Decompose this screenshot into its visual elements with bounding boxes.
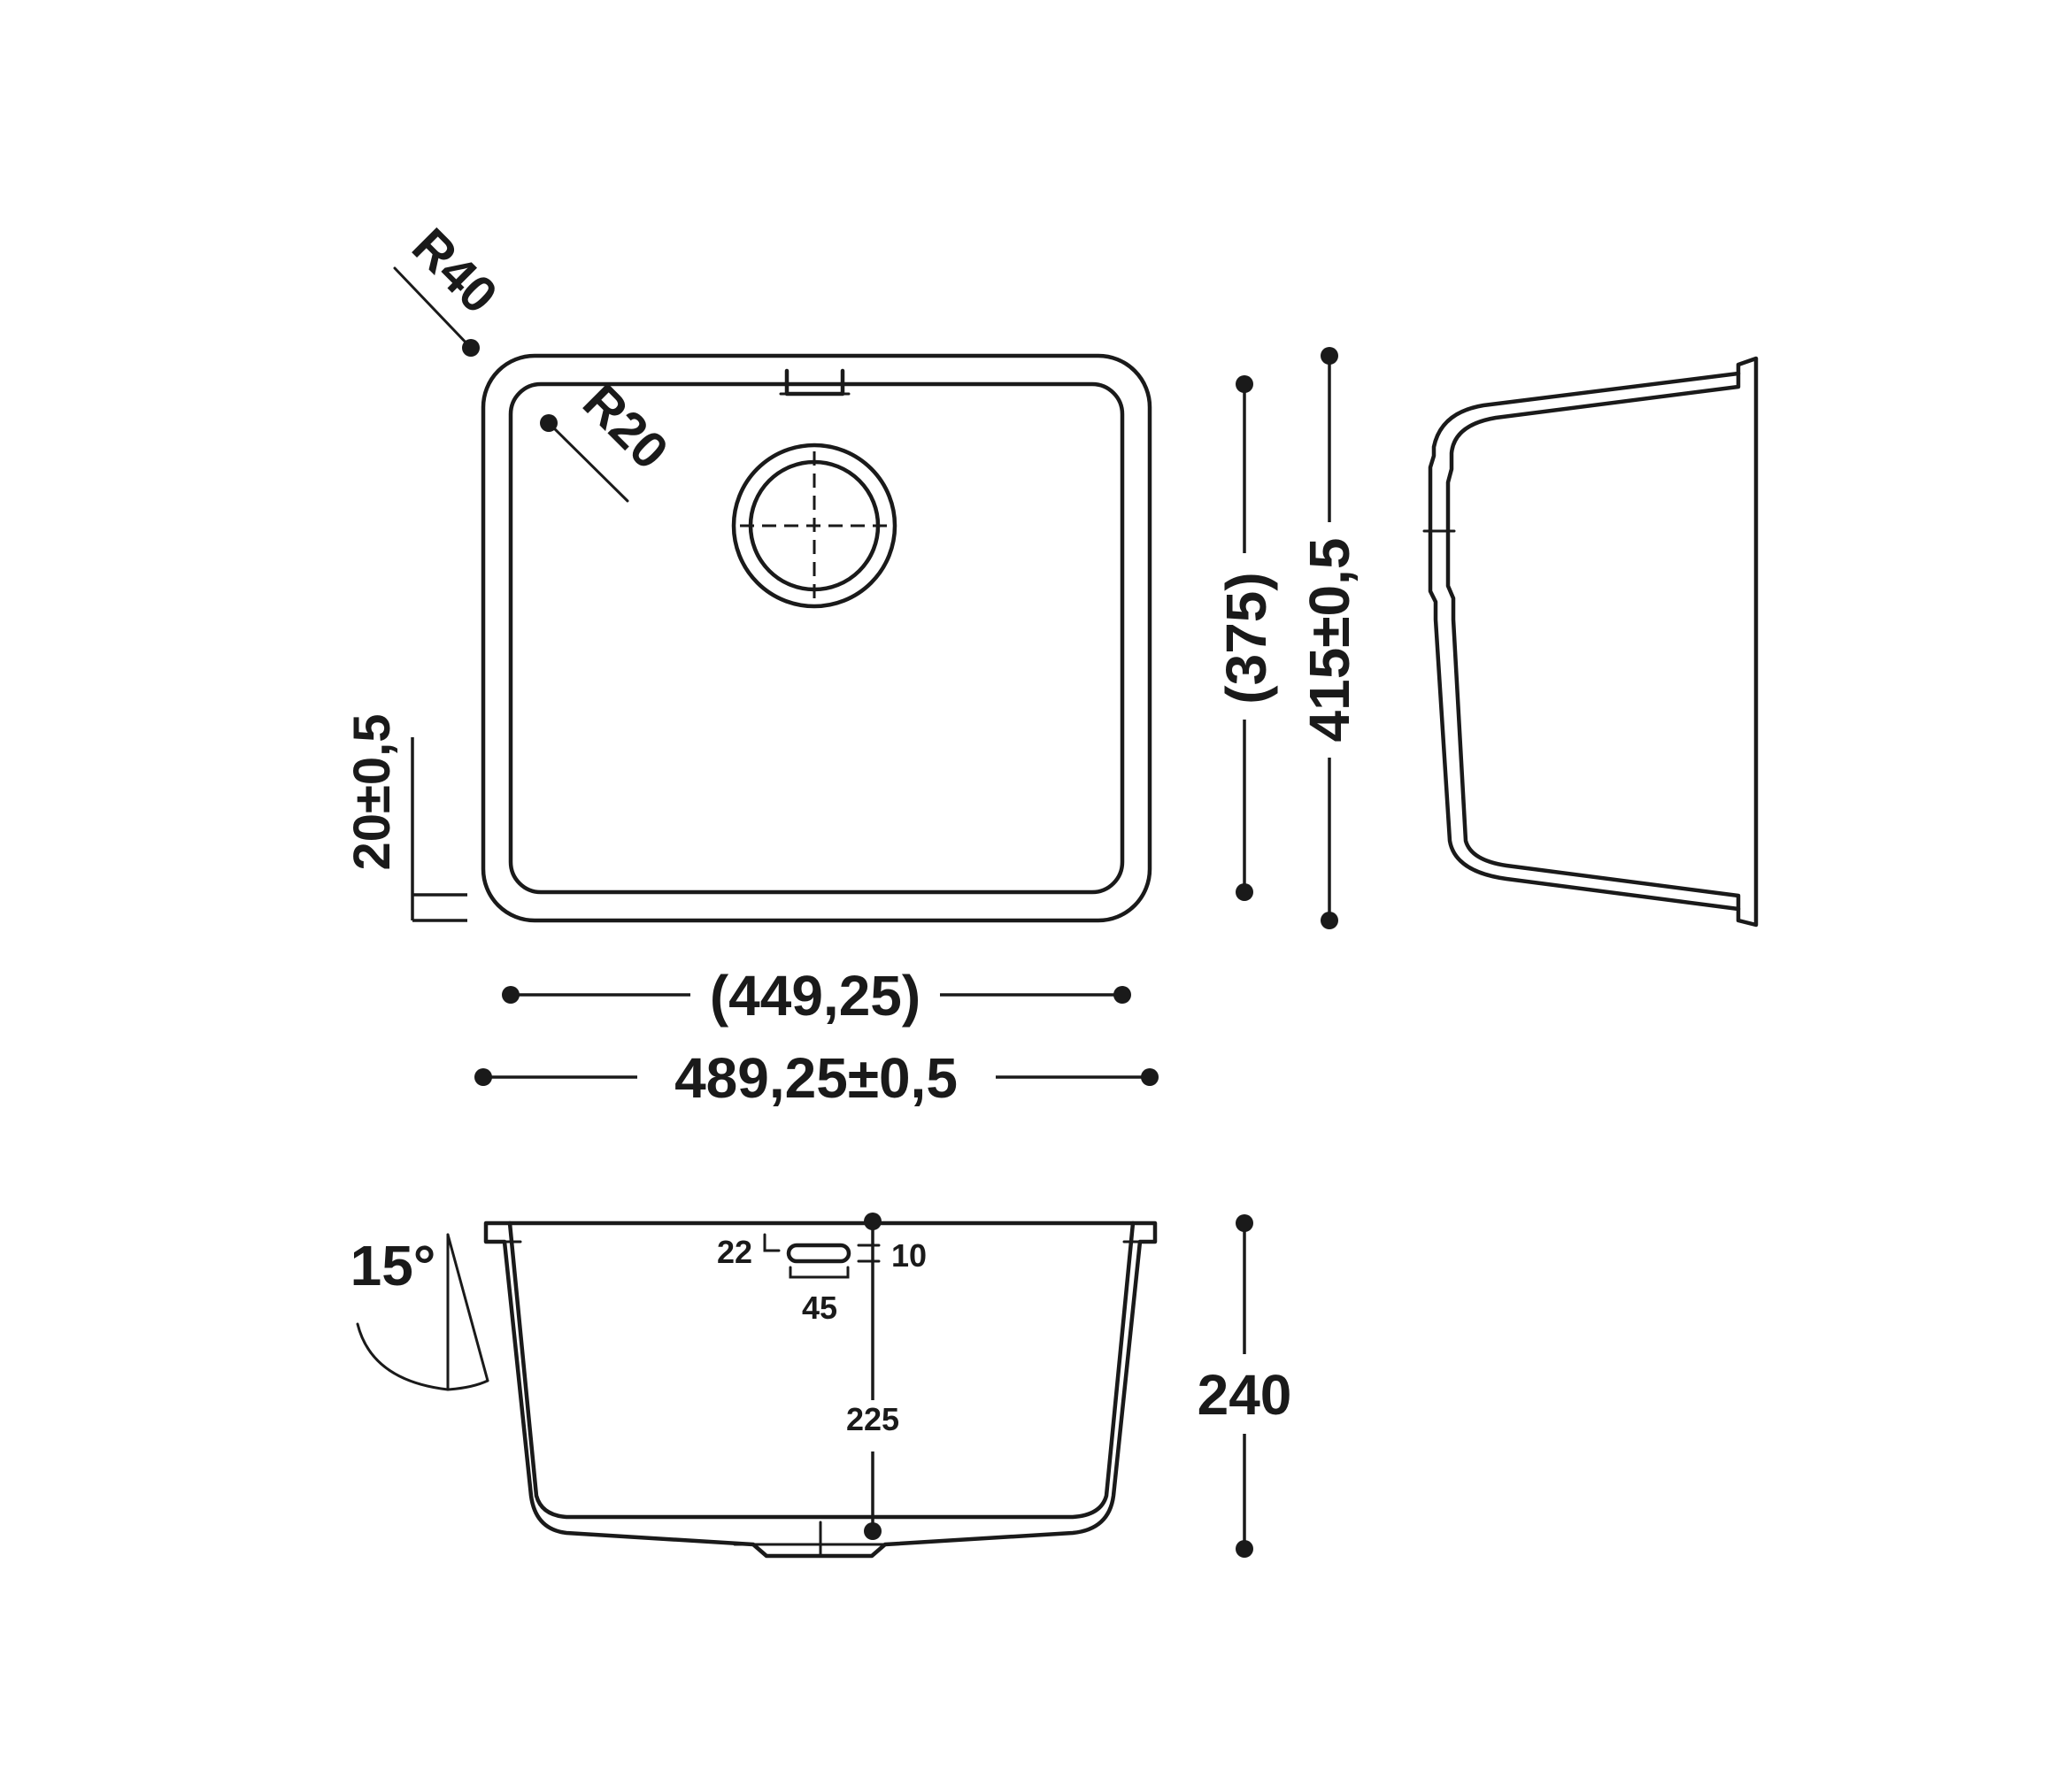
side-view-outer-profile: [1428, 356, 1759, 928]
rim-height-label: 20±0,5: [343, 714, 401, 871]
side-view: [1422, 356, 1759, 928]
sink-inner-outline: [508, 381, 1125, 895]
angle-label: 15°: [350, 1234, 436, 1297]
sink-outer-outline: [481, 353, 1152, 923]
inner-width-label: (449,25): [710, 964, 920, 1028]
total-height-label: 240: [1198, 1363, 1292, 1427]
drain-outer-ring: [731, 443, 897, 609]
overflow-depth-label: 225: [846, 1401, 899, 1437]
outer-radius-label: R40: [401, 218, 508, 325]
inner-depth-label: (375): [1214, 572, 1278, 704]
front-view-inner-profile: [507, 1220, 1136, 1520]
overflow-width-label: 45: [802, 1290, 837, 1326]
outer-width-label: 489,25±0,5: [674, 1046, 958, 1110]
top-view: R40 R20 20±0,5 (449,25) 489,25±0,5 (375): [343, 218, 1361, 1110]
side-view-inner-profile: [1445, 371, 1741, 912]
inner-radius-label: R20: [572, 373, 679, 481]
overflow-slot-front: [786, 1243, 851, 1264]
outer-depth-label: 415±0,5: [1298, 538, 1361, 743]
overflow-offset-label: 22: [717, 1234, 752, 1270]
front-view-outer-profile: [483, 1220, 1158, 1559]
overflow-height-label: 10: [891, 1237, 927, 1274]
front-view: 22 10 45 225 240 15°: [350, 1213, 1292, 1559]
